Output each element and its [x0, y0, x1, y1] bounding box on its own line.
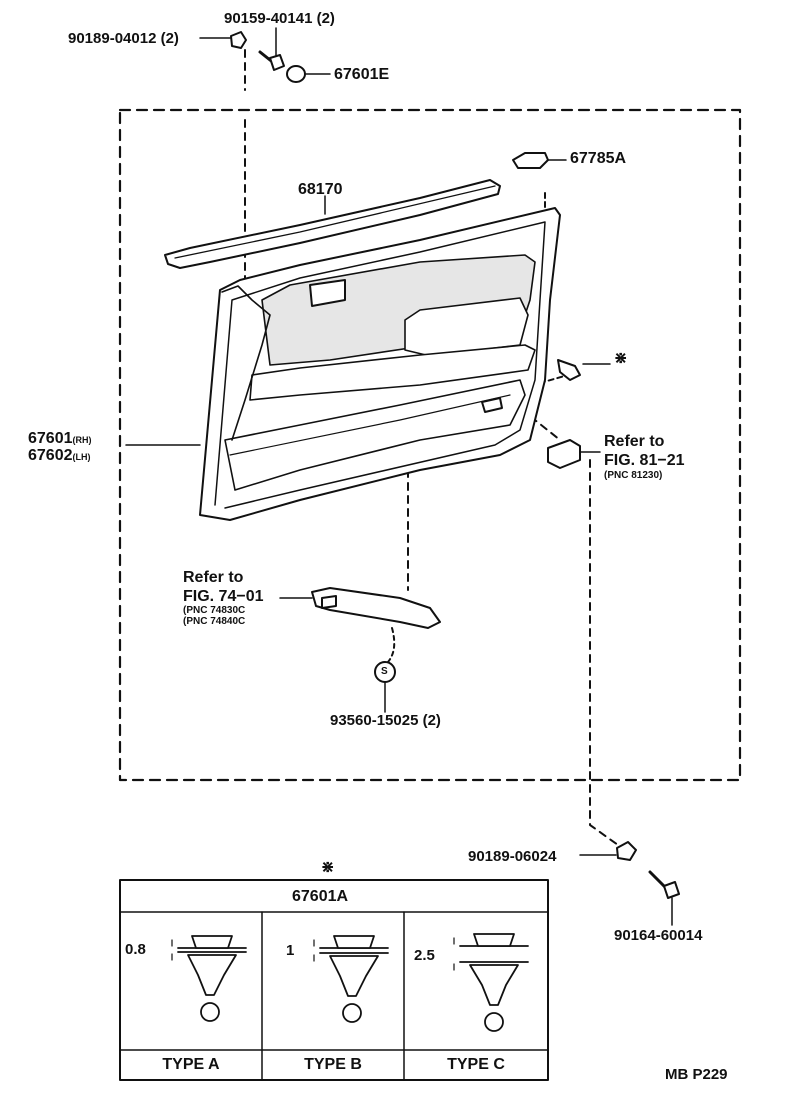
ref-74-01-pnc1: (PNC 74830C [183, 605, 246, 616]
dim-type-a: 0.8 [125, 941, 146, 958]
upper-trim-68170 [164, 179, 501, 269]
label-90164-60014: 90164-60014 [614, 927, 703, 944]
label-67785A: 67785A [570, 150, 627, 167]
label-67601: 67601(RH) [28, 431, 92, 447]
label-93560-15025: 93560-15025 (2) [330, 712, 441, 729]
cap-67601E [286, 65, 331, 83]
clip-type-a [171, 935, 247, 1022]
ref-74-01-pnc2: (PNC 74840C [183, 616, 246, 627]
screw-s-letter: S [381, 666, 388, 677]
ref-81-21-line2: FIG. 81−21 [604, 452, 685, 469]
pull-handle [279, 587, 441, 629]
lower-dash-line [589, 459, 626, 851]
screw-90159-40141 [258, 27, 285, 71]
assembly-boundary [118, 108, 742, 782]
ref-74-01-line2: FIG. 74−01 [183, 588, 264, 605]
clip-90189-04012 [199, 31, 247, 49]
table-title-67601A: 67601A [292, 888, 349, 905]
screw-dash-line [387, 627, 396, 663]
table-star-mark: ⋇ [321, 859, 335, 876]
clip-type-table [119, 879, 549, 1081]
label-90159-40141: 90159-40141 (2) [224, 10, 335, 27]
clip-90189-06024 [579, 841, 637, 861]
ref-74-01-line1: Refer to [183, 569, 244, 586]
label-67601E: 67601E [334, 66, 390, 83]
type-b-label: TYPE B [304, 1056, 362, 1073]
dim-type-b: 1 [286, 942, 295, 959]
part-67601: 67601 [28, 430, 73, 447]
type-a-label: TYPE A [162, 1056, 220, 1073]
clip-type-c [453, 933, 529, 1032]
star-clip [557, 359, 611, 381]
type-c-label: TYPE C [447, 1056, 505, 1073]
ref-81-21-line1: Refer to [604, 433, 665, 450]
clip-type-b [313, 935, 389, 1023]
label-68170: 68170 [298, 181, 343, 198]
ref-81-21-pnc: (PNC 81230) [604, 470, 663, 481]
label-90189-06024: 90189-06024 [468, 848, 557, 865]
part-67602: 67602 [28, 447, 73, 464]
switch-module [547, 439, 601, 469]
star-mark: ⋇ [614, 350, 628, 367]
lh-suffix: (LH) [72, 452, 91, 462]
clip-67785A [512, 152, 567, 169]
page-code: MB P229 [665, 1066, 728, 1083]
rh-suffix: (RH) [72, 435, 92, 445]
label-67602: 67602(LH) [28, 448, 91, 464]
label-90189-04012: 90189-04012 (2) [68, 30, 179, 47]
screw-90164-60014 [648, 870, 680, 926]
dim-type-c: 2.5 [414, 947, 435, 964]
door-trim-board [199, 207, 561, 521]
